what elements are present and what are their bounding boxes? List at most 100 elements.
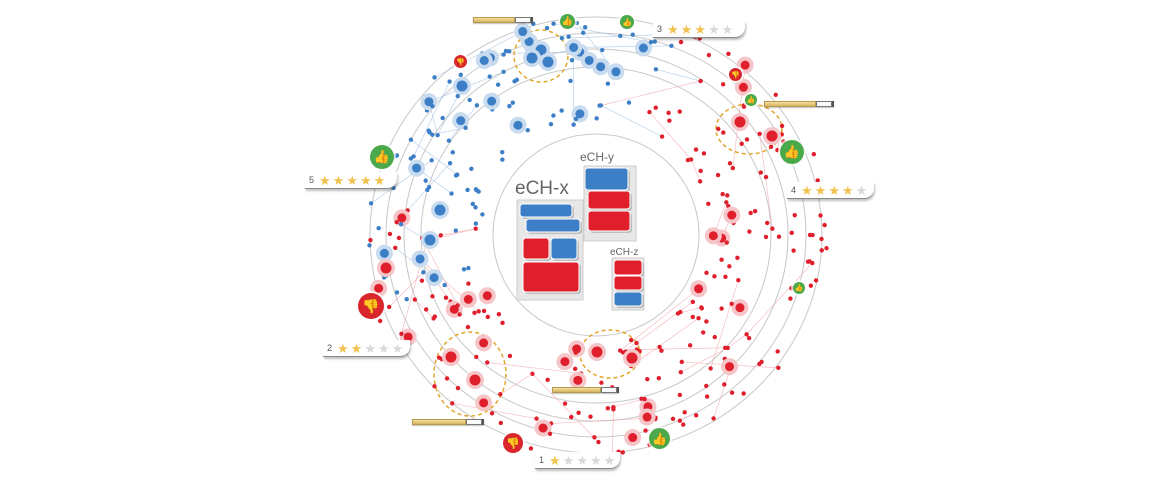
node	[704, 384, 708, 388]
node	[698, 79, 702, 83]
node	[747, 229, 751, 233]
cigarette-icon	[412, 419, 484, 425]
rating-tag-2: 2 ★★★★★	[323, 340, 410, 357]
block-red	[588, 191, 630, 209]
node	[573, 367, 577, 371]
node	[527, 53, 538, 64]
node	[691, 300, 695, 304]
node	[512, 79, 516, 83]
block-red	[614, 276, 642, 290]
node	[466, 325, 470, 329]
node	[570, 58, 574, 62]
block-blue	[520, 204, 572, 217]
star-icon: ★	[346, 173, 358, 188]
node	[696, 316, 700, 320]
thumbs-up-icon: 👍	[780, 140, 804, 164]
node	[442, 283, 446, 287]
node	[708, 366, 712, 370]
node	[814, 278, 818, 282]
node	[671, 417, 675, 421]
node	[412, 164, 421, 173]
node	[808, 233, 812, 237]
node	[475, 103, 479, 107]
link	[728, 334, 747, 348]
node	[699, 305, 703, 309]
node	[573, 376, 582, 385]
star-icon: ★	[563, 453, 575, 468]
node	[713, 335, 717, 339]
node	[429, 158, 433, 162]
node	[725, 193, 729, 197]
node	[474, 188, 478, 192]
node	[741, 391, 745, 395]
node	[627, 100, 631, 104]
node	[654, 67, 658, 71]
node	[501, 52, 505, 56]
block-red	[614, 260, 642, 275]
node	[399, 222, 403, 226]
node	[727, 264, 731, 268]
node	[543, 57, 554, 68]
node	[678, 109, 682, 113]
node	[702, 151, 706, 155]
node	[409, 137, 413, 141]
node	[606, 406, 610, 410]
node	[788, 296, 792, 300]
node	[611, 407, 615, 411]
rating-number: 5	[309, 175, 314, 185]
link	[574, 46, 672, 48]
node	[507, 104, 511, 108]
thumbs-up-icon: 👍	[745, 94, 757, 106]
node	[647, 110, 651, 114]
node	[574, 351, 578, 355]
node	[767, 131, 778, 142]
node	[569, 43, 578, 52]
node	[596, 440, 600, 444]
node	[435, 205, 446, 216]
link	[637, 348, 726, 350]
node	[701, 330, 705, 334]
node	[741, 61, 750, 70]
node	[430, 294, 434, 298]
node	[421, 270, 425, 274]
node	[545, 26, 549, 30]
thumbs-down-icon: 👎	[358, 293, 384, 319]
node	[764, 175, 768, 179]
star-icon: ★	[856, 183, 868, 198]
link	[601, 81, 701, 105]
node	[449, 191, 453, 195]
node	[720, 192, 724, 196]
node	[395, 290, 399, 294]
node	[571, 122, 575, 126]
node	[657, 376, 661, 380]
node	[770, 226, 774, 230]
node	[606, 81, 610, 85]
link	[452, 403, 536, 418]
node	[594, 116, 598, 120]
node	[534, 416, 538, 420]
node	[433, 314, 437, 318]
node	[777, 235, 781, 239]
node	[681, 422, 685, 426]
node	[679, 40, 683, 44]
node	[735, 303, 744, 312]
node	[369, 201, 373, 205]
node	[745, 137, 749, 141]
node	[367, 243, 371, 247]
node	[508, 354, 512, 358]
node	[411, 154, 415, 158]
node	[769, 145, 773, 149]
star-icon: ★	[319, 173, 331, 188]
node	[643, 413, 652, 422]
star-icon: ★	[378, 341, 390, 356]
link	[711, 280, 739, 368]
node	[628, 433, 637, 442]
thumbs-up-icon: 👍	[370, 145, 394, 169]
node	[405, 297, 409, 301]
star-icon: ★	[815, 183, 827, 198]
block-blue	[551, 238, 577, 259]
node	[757, 132, 761, 136]
node	[395, 220, 399, 224]
node	[451, 150, 455, 154]
node	[466, 266, 470, 270]
